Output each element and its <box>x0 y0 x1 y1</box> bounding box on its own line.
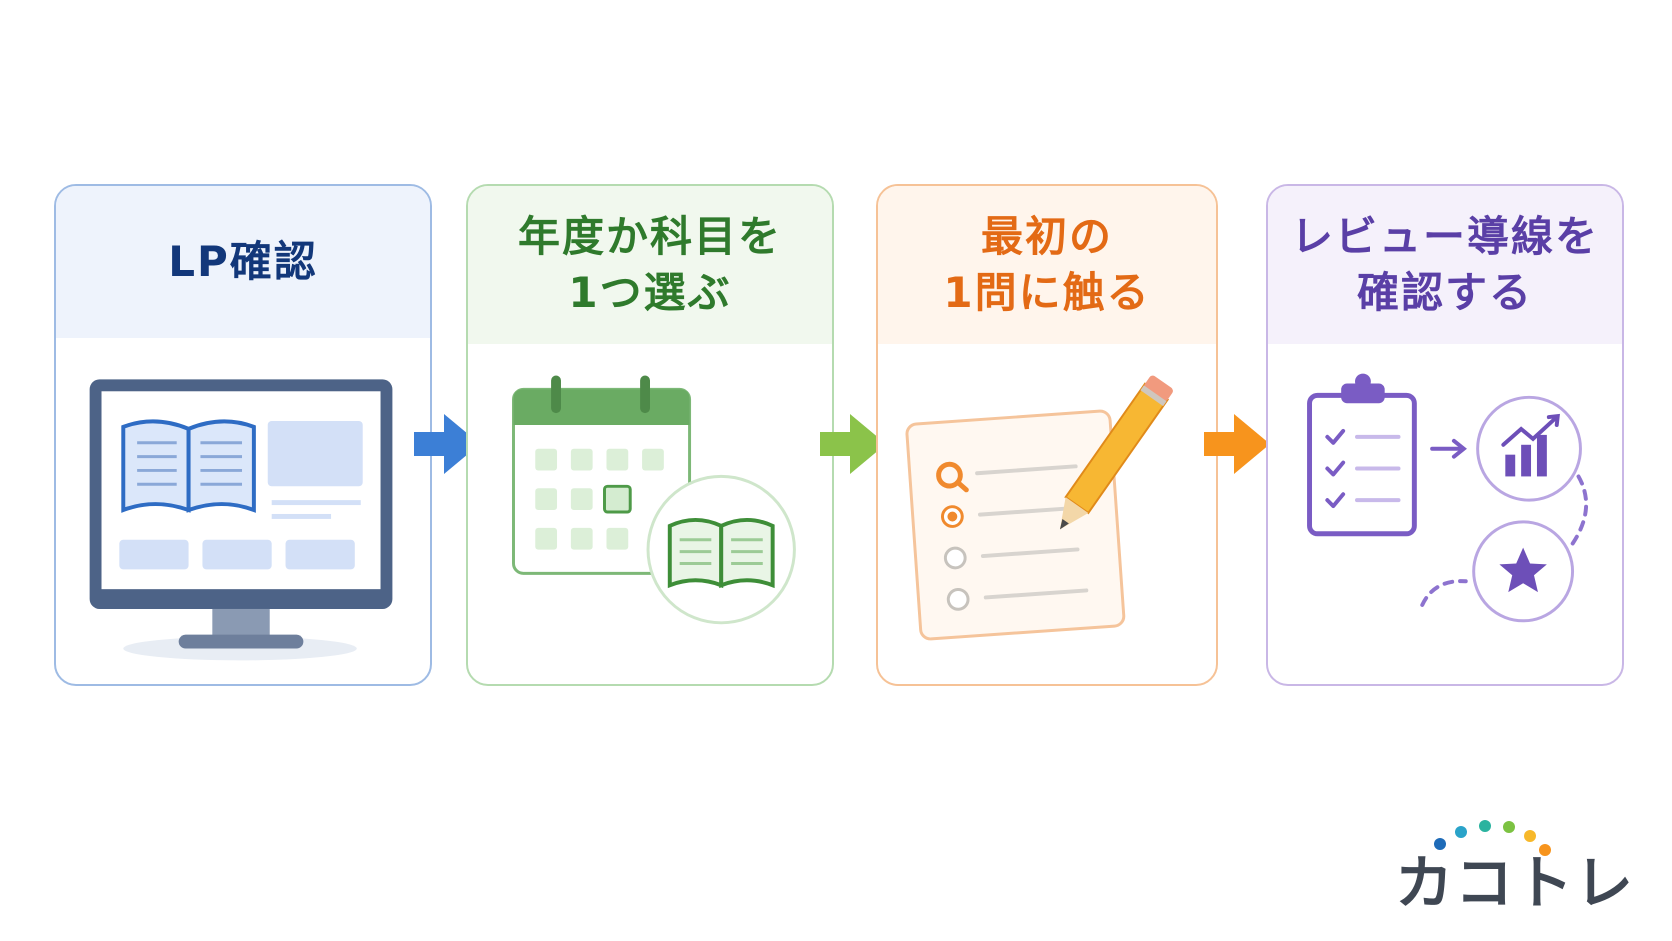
logo-dot <box>1434 838 1446 850</box>
step-title: LP確認 <box>168 234 318 290</box>
checklist-pencil-icon <box>878 344 1216 684</box>
logo-dot <box>1503 821 1515 833</box>
step-card-try-first-question: 最初の 1問に触る <box>876 184 1218 686</box>
step-title-line: LP確認 <box>168 237 318 286</box>
clipboard-chart-star-icon <box>1268 344 1622 684</box>
step-card-lp-check: LP確認 <box>54 184 432 686</box>
logo-dot <box>1455 826 1467 838</box>
monitor-book-icon <box>56 338 430 684</box>
logo-dot <box>1539 844 1551 856</box>
step-title-line: 確認する <box>1356 268 1533 317</box>
step-header: 最初の 1問に触る <box>878 186 1216 344</box>
step-title-line: 最初の <box>980 212 1113 261</box>
calendar-book-icon <box>468 344 832 684</box>
step-title-line: 1つ選ぶ <box>568 268 732 317</box>
step-title-line: レビュー導線を <box>1290 212 1599 261</box>
flow-arrow-icon <box>414 412 482 476</box>
step-header: 年度か科目を 1つ選ぶ <box>468 186 832 344</box>
logo-dot <box>1524 830 1536 842</box>
flow-arrow-icon <box>1204 412 1272 476</box>
step-title: 最初の 1問に触る <box>943 209 1150 321</box>
logo-dot <box>1479 820 1491 832</box>
step-title-line: 年度か科目を <box>517 212 782 261</box>
brand-name: カコトレ <box>1395 849 1636 917</box>
step-title-line: 1問に触る <box>943 268 1151 317</box>
logo-dots-icon <box>1434 820 1551 856</box>
step-card-check-review-flow: レビュー導線を 確認する <box>1266 184 1624 686</box>
flow-arrow-icon <box>820 412 888 476</box>
step-title: レビュー導線を 確認する <box>1291 209 1599 321</box>
step-header: LP確認 <box>56 186 430 338</box>
step-header: レビュー導線を 確認する <box>1268 186 1622 344</box>
step-card-select-year-subject: 年度か科目を 1つ選ぶ <box>466 184 834 686</box>
brand-logo: カコトレ <box>1395 800 1635 917</box>
step-title: 年度か科目を 1つ選ぶ <box>518 209 782 321</box>
